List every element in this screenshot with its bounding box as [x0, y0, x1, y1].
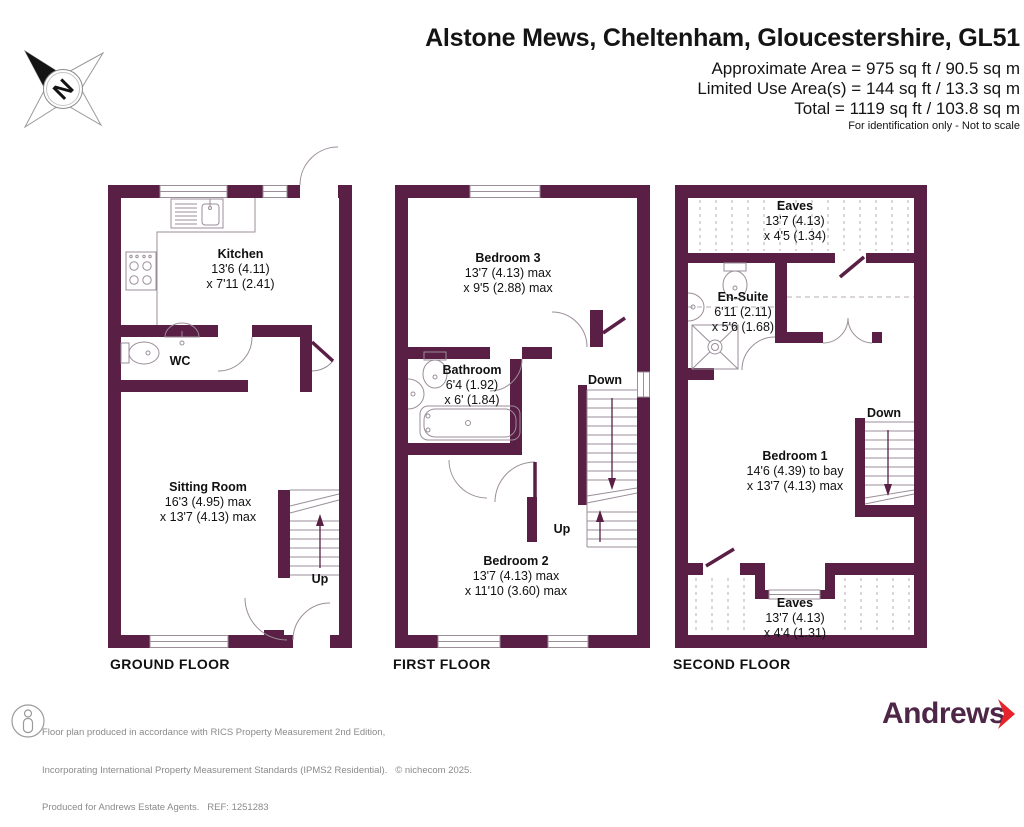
floorplan-page: { "header": { "title": "Alstone Mews, Ch… [11, 24, 1021, 813]
first-floor-plan [395, 185, 650, 648]
sitting-room-door-arc [244, 597, 288, 641]
eaves-height-lines [688, 296, 914, 308]
bath-icon [419, 405, 521, 441]
rear-door-arc [292, 602, 331, 641]
ensuite-basin-icon [687, 292, 705, 322]
bedroom2-door-arc-right [494, 461, 536, 503]
stair-label-up-ground: Up [311, 572, 329, 586]
room-label-sitting-room: Sitting Room 16'3 (4.95) max x 13'7 (4.1… [159, 480, 257, 524]
wc-basin-icon [164, 322, 200, 346]
area-summary: Approximate Area = 975 sq ft / 90.5 sq m… [697, 59, 1020, 119]
stair-label-down-first: Down [587, 373, 623, 387]
eaves-hatch-bottom [695, 578, 910, 633]
ensuite-door-arc [741, 336, 776, 371]
total-area: Total = 1119 sq ft / 103.8 sq m [794, 99, 1020, 118]
second-floor-plan [675, 185, 927, 648]
ground-walls [108, 185, 352, 648]
room-label-eaves-top: Eaves 13'7 (4.13) x 4'5 (1.34) [763, 199, 827, 243]
brand-logo-text: Andrews [882, 697, 1006, 730]
bathroom-door-arc [489, 358, 523, 392]
first-windows [437, 185, 650, 648]
disclaimer-text: For identification only - Not to scale [848, 120, 1020, 132]
brand-chevron-icon [998, 699, 1015, 729]
room-label-bedroom2: Bedroom 2 13'7 (4.13) max x 11'10 (3.60)… [464, 554, 568, 598]
page-title: Alstone Mews, Cheltenham, Gloucestershir… [425, 24, 1020, 52]
ensuite-toilet-icon [722, 262, 748, 300]
second-stairs [864, 421, 915, 505]
room-label-eaves-bottom: Eaves 13'7 (4.13) x 4'4 (1.31) [763, 596, 827, 640]
stair-label-down-second: Down [866, 406, 902, 420]
first-walls [395, 185, 650, 648]
wc-toilet-icon [120, 341, 160, 365]
first-door-arcs [448, 311, 588, 503]
limited-use-area: Limited Use Area(s) = 144 sq ft / 13.3 s… [697, 79, 1020, 98]
shower-icon [691, 324, 739, 370]
room-label-bathroom: Bathroom 6'4 (1.92) x 6' (1.84) [442, 363, 502, 407]
bedroom1-bottom-door-leaf [705, 547, 735, 568]
stair-label-up-first: Up [553, 522, 571, 536]
eaves-hatch-top [699, 200, 909, 251]
bedroom1-door-arc-left [822, 317, 849, 344]
ground-stairs [289, 489, 340, 576]
first-stairs [586, 389, 638, 548]
hall-door-arc [311, 360, 334, 372]
second-stairs-arrow [884, 430, 892, 496]
hob-icon [125, 251, 157, 291]
second-windows [768, 589, 821, 600]
kitchen-sink-icon [170, 198, 224, 229]
first-door-leaves [533, 316, 626, 502]
wc-door-arc [217, 336, 253, 372]
second-door-arcs [741, 317, 873, 371]
bathroom-toilet-icon [422, 351, 448, 389]
room-label-ensuite: En-Suite 6'11 (2.11) x 5'6 (1.68) [711, 290, 775, 334]
bedroom3-door-arc [551, 311, 588, 348]
eaves-door-leaf [838, 255, 866, 279]
bedroom2-door-arc-left [448, 459, 488, 499]
approximate-area: Approximate Area = 975 sq ft / 90.5 sq m [711, 59, 1020, 78]
ground-door-leaves [310, 340, 335, 363]
floor-label-second: SECOND FLOOR [673, 656, 791, 672]
floor-label-first: FIRST FLOOR [393, 656, 491, 672]
second-door-leaves [705, 255, 866, 568]
bathroom-basin-icon [407, 378, 425, 410]
ground-windows [149, 185, 288, 648]
ground-door-arcs [217, 146, 339, 641]
room-label-bedroom1: Bedroom 1 14'6 (4.39) to bay x 13'7 (4.1… [746, 449, 844, 493]
room-label-bedroom3: Bedroom 3 13'7 (4.13) max x 9'5 (2.88) m… [463, 251, 553, 295]
landing-door-leaf [602, 316, 626, 335]
bedroom1-door-arc-right [847, 317, 873, 344]
compass-rose-icon: N [23, 49, 105, 129]
room-label-wc: WC [169, 354, 191, 368]
kitchen-counter [156, 198, 256, 325]
footer-disclaimer: Floor plan produced in accordance with R… [42, 727, 472, 813]
ground-floor-plan [108, 146, 352, 648]
front-door-arc [299, 146, 339, 186]
ground-stairs-arrow [316, 514, 324, 568]
first-stairs-arrows [596, 398, 616, 542]
floor-label-ground: GROUND FLOOR [110, 656, 230, 672]
second-walls [675, 185, 927, 648]
room-label-kitchen: Kitchen 13'6 (4.11) x 7'11 (2.41) [206, 247, 275, 291]
person-icon [11, 704, 45, 738]
